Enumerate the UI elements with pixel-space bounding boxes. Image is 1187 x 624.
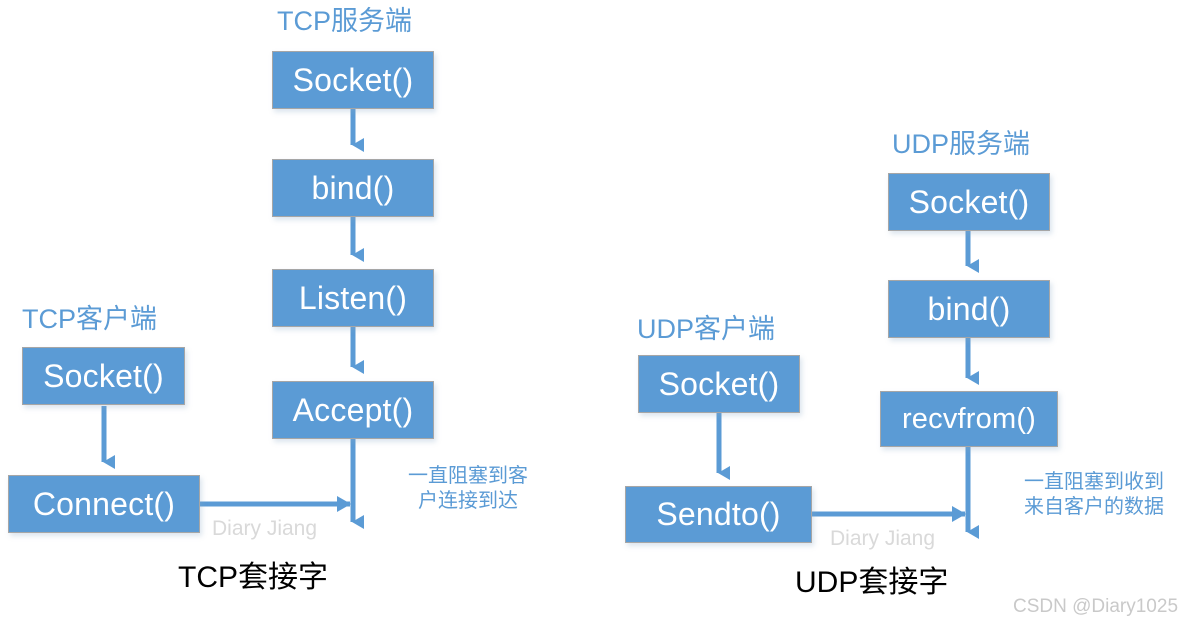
udp-server-step-bind[interactable]: bind() <box>888 280 1050 338</box>
udp-client-title: UDP客户端 <box>637 314 776 344</box>
tcp-server-step-listen[interactable]: Listen() <box>272 269 434 327</box>
tcp-client-step-connect[interactable]: Connect() <box>8 475 200 533</box>
udp-server-step-recvfrom[interactable]: recvfrom() <box>880 391 1058 447</box>
tcp-server-step-accept[interactable]: Accept() <box>272 381 434 439</box>
udp-blocking-annotation: 一直阻塞到收到 来自客户的数据 <box>1024 471 1164 518</box>
udp-watermark: Diary Jiang <box>830 527 936 550</box>
csdn-credit: CSDN @Diary1025 <box>1013 596 1179 617</box>
tcp-server-title: TCP服务端 <box>277 6 412 36</box>
tcp-server-step-socket[interactable]: Socket() <box>272 51 434 109</box>
udp-server-title: UDP服务端 <box>892 129 1031 159</box>
tcp-client-title: TCP客户端 <box>22 304 157 334</box>
tcp-watermark: Diary Jiang <box>212 517 318 540</box>
udp-caption: UDP套接字 <box>795 566 949 599</box>
tcp-server-step-bind[interactable]: bind() <box>272 159 434 217</box>
tcp-client-step-socket[interactable]: Socket() <box>22 347 185 405</box>
udp-client-step-sendto[interactable]: Sendto() <box>625 486 812 543</box>
tcp-caption: TCP套接字 <box>178 561 328 594</box>
tcp-blocking-annotation: 一直阻塞到客 户连接到达 <box>408 465 528 512</box>
udp-server-step-socket[interactable]: Socket() <box>888 173 1050 231</box>
udp-client-step-socket[interactable]: Socket() <box>638 355 800 413</box>
